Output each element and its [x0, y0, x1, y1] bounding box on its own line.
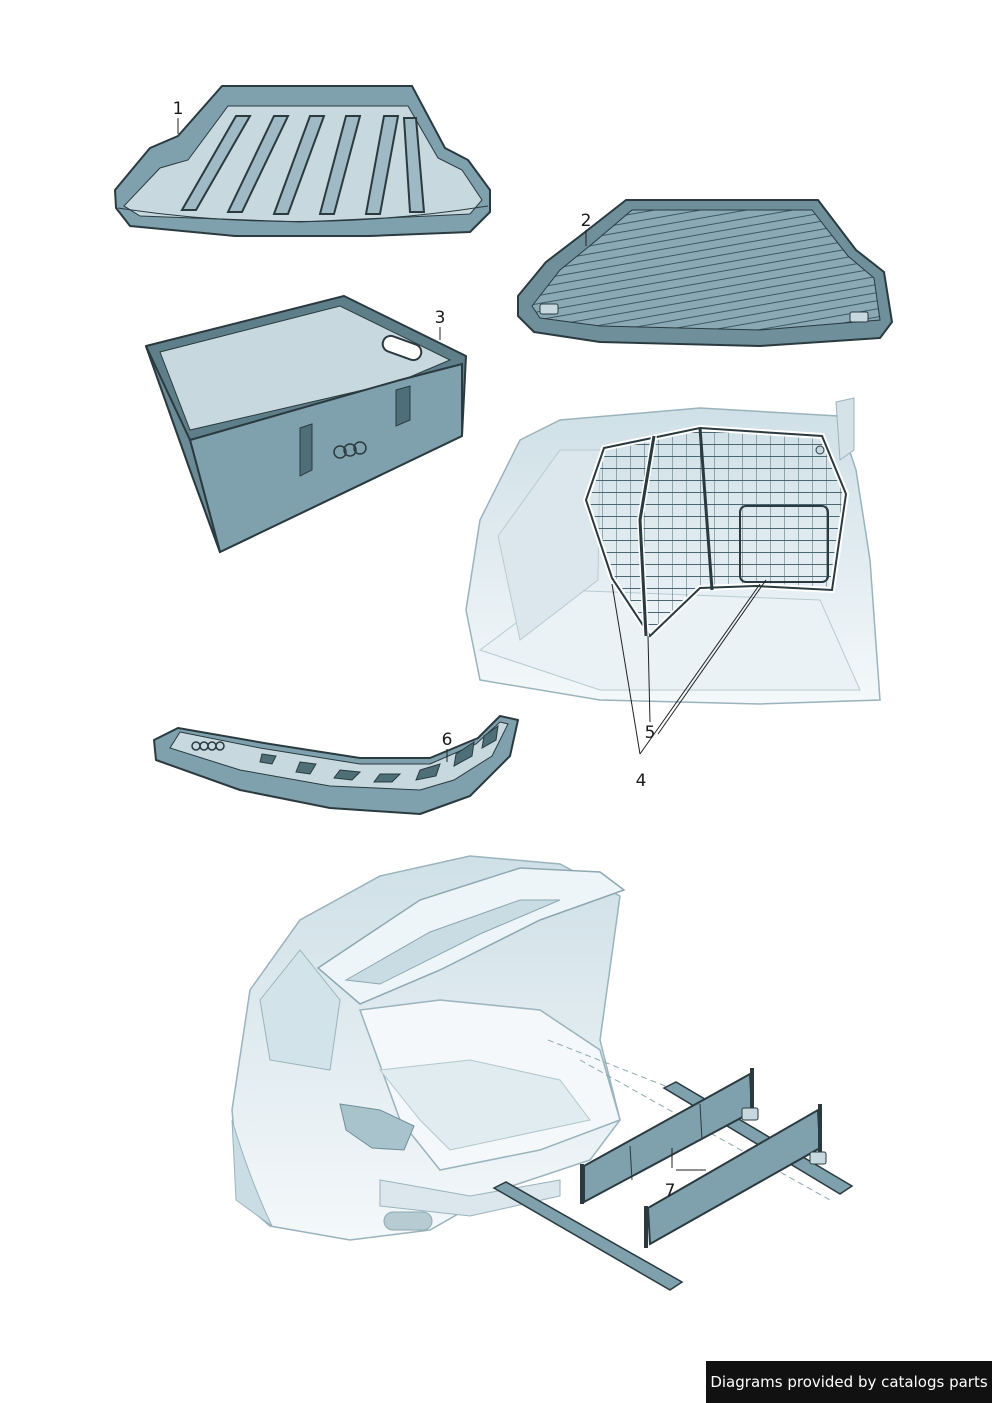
callout-1-label: 1	[173, 99, 184, 119]
callout-3: 3	[435, 308, 446, 340]
callout-5-label: 5	[645, 723, 656, 743]
diagram-credit-banner: Diagrams provided by catalogs parts	[706, 1361, 992, 1403]
callout-2: 2	[581, 211, 592, 246]
callout-7-label: 7	[665, 1181, 676, 1201]
diagram-credit-text: Diagrams provided by catalogs parts	[710, 1373, 988, 1391]
callout-7: 7	[665, 1148, 706, 1201]
part-7-car-rear-with-partition	[231, 855, 854, 1291]
callout-4-label: 4	[636, 771, 647, 791]
callout-6-label: 6	[442, 730, 453, 750]
part-3-storage-box	[145, 295, 467, 554]
callout-1: 1	[173, 99, 184, 134]
part-6-sill-protector	[153, 715, 519, 815]
callout-5: 5	[645, 579, 767, 743]
callout-3-label: 3	[435, 308, 446, 328]
part-4-5-cargo-area-grille	[465, 397, 881, 705]
part-2-trunk-mat	[517, 199, 893, 347]
callout-2-label: 2	[581, 211, 592, 231]
callout-4: 4	[611, 583, 761, 791]
callout-6: 6	[442, 730, 453, 762]
part-1-trunk-tray	[114, 85, 491, 237]
